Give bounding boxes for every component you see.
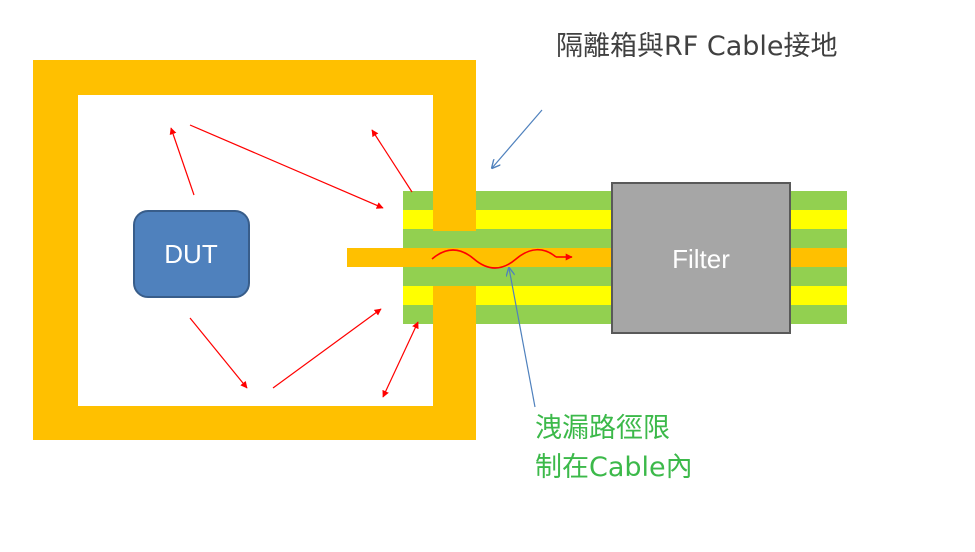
- leak-pointer-line: [509, 268, 536, 408]
- enclosure-ground-bottom: [433, 286, 476, 326]
- leak-wave: [431, 248, 557, 269]
- leak-note: 洩漏路徑限 制在Cable內: [535, 409, 693, 487]
- enclosure-left-wall: [33, 60, 78, 440]
- enclosure-top-wall: [33, 60, 476, 95]
- leak-note-line-2: 制在Cable內: [535, 452, 693, 483]
- title-pointer-line: [492, 109, 543, 168]
- leak-note-line-1: 洩漏路徑限: [535, 413, 670, 444]
- shield-enclosure: [33, 60, 476, 440]
- ray-6: [382, 321, 419, 398]
- diagram-title: 隔離箱與RF Cable接地: [556, 31, 838, 62]
- dut-box: [133, 210, 250, 298]
- dut-label: DUT: [164, 239, 218, 269]
- ray-3: [371, 129, 413, 193]
- reflection-rays: [169, 124, 419, 398]
- enclosure-bottom-wall: [33, 406, 476, 440]
- ray-1: [169, 127, 195, 196]
- ray-2: [189, 124, 384, 209]
- ray-5: [272, 308, 382, 389]
- filter-label: Filter: [672, 244, 730, 274]
- filter-box: [611, 182, 791, 334]
- ray-4: [189, 317, 248, 389]
- enclosure-ground-top: [433, 191, 476, 231]
